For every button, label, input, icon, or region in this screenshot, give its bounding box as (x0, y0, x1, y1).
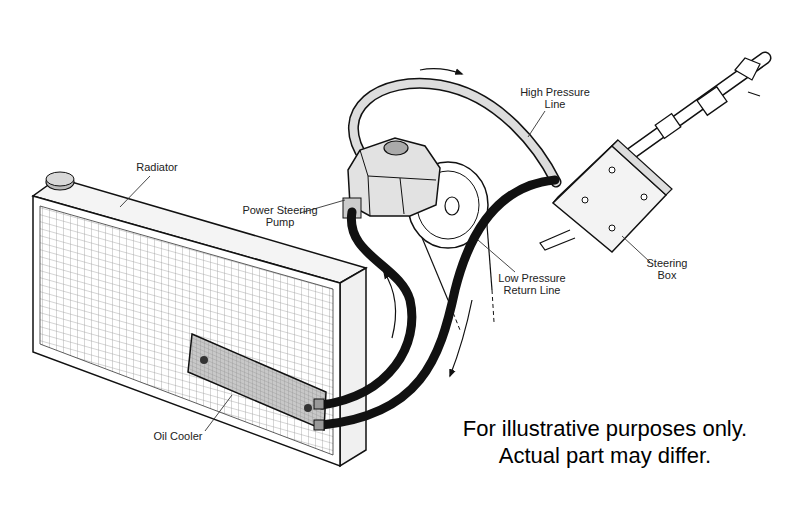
box-to-cooler-hose (322, 180, 555, 425)
u-joint (697, 87, 727, 116)
leader-line (120, 176, 150, 207)
cooler-to-pump-hose (322, 212, 412, 405)
belt-line (492, 290, 494, 322)
part-label: Radiator (117, 161, 197, 173)
part-label: Power Steering Pump (238, 204, 323, 228)
leader-line (622, 236, 650, 262)
return-hoses (314, 180, 555, 430)
mount-hole (200, 356, 208, 364)
reservoir-cap (384, 141, 408, 155)
hose-fitting (314, 420, 324, 430)
leader-line (478, 240, 515, 272)
part-label: Low Pressure Return Line (492, 272, 572, 296)
steering-box (553, 140, 672, 252)
box-face (553, 146, 666, 252)
bolt (609, 225, 615, 231)
part-label: Steering Box (642, 257, 692, 281)
bolt (609, 167, 615, 173)
part-label: High Pressure Line (518, 86, 593, 110)
flow-arrow (420, 69, 462, 74)
column-bracket (735, 58, 760, 96)
radiator-side (340, 268, 366, 466)
u-joint (655, 114, 681, 139)
disclaimer-note: For illustrative purposes only. Actual p… (435, 415, 775, 469)
box-side (612, 140, 672, 195)
flow-arrow (384, 272, 396, 338)
hose-fitting (314, 399, 324, 409)
radiator-cap-top (46, 172, 74, 186)
flow-arrow (450, 300, 472, 376)
shaft-outline (615, 58, 765, 165)
leader-lines (120, 111, 650, 431)
oil-cooler-body (188, 334, 326, 430)
bolt (641, 194, 647, 200)
pulley-hub (445, 197, 459, 215)
power-steering-pump (343, 138, 488, 248)
part-label: Oil Cooler (138, 430, 218, 442)
pump-detail (360, 150, 436, 216)
leader-line (528, 111, 545, 137)
mount-hole (304, 404, 312, 412)
pitman-shaft (540, 230, 575, 250)
oil-cooler (188, 334, 326, 430)
leader-line (205, 395, 232, 431)
radiator-face (33, 196, 340, 466)
pump-body (348, 138, 440, 216)
radiator (33, 172, 366, 466)
radiator-core (40, 206, 333, 455)
bolt (582, 197, 588, 203)
shaft-fill (615, 58, 765, 165)
